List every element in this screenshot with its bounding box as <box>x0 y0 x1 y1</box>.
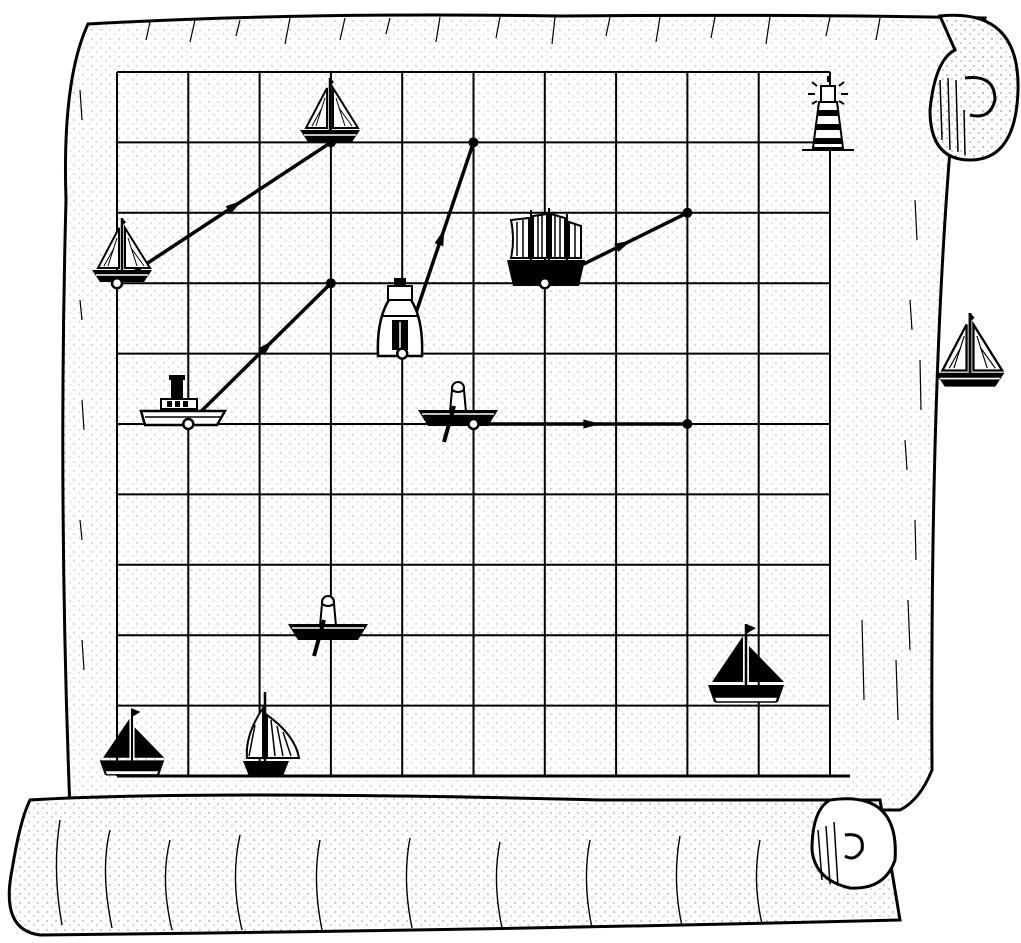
vector-end-point <box>682 419 692 429</box>
vector-start-point <box>469 419 479 429</box>
vector-end-point <box>469 137 479 147</box>
vector-start-point <box>540 278 550 288</box>
vector-start-point <box>397 349 407 359</box>
vector-start-point <box>112 278 122 288</box>
vector-end-point <box>326 278 336 288</box>
scroll-bottom-roll <box>9 795 900 935</box>
scroll-parchment <box>9 15 1018 935</box>
vector-end-point <box>682 208 692 218</box>
vector-end-point <box>326 137 336 147</box>
vector-start-point <box>183 419 193 429</box>
sailboat-icon <box>936 313 1005 387</box>
